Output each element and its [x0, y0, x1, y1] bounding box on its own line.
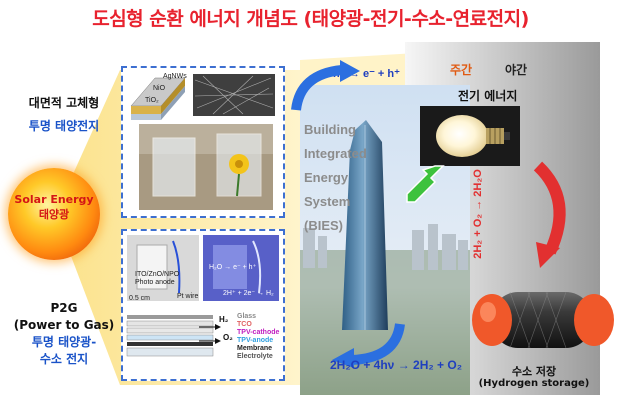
- blue-arrow-top-icon: [291, 60, 360, 111]
- layer-legend-item: Electrolyte: [237, 353, 273, 360]
- blue-arrow-bottom-icon: [332, 323, 405, 368]
- solar-cell-figure: [130, 74, 275, 210]
- bies-line-0: Building: [304, 122, 356, 137]
- p2g-label-line2: (Power to Gas): [13, 318, 115, 332]
- bottom-equation: 2H₂O + 4hν → 2H₂ + O₂: [330, 358, 463, 372]
- solar-cell-label-line1: 대면적 고체형: [28, 96, 100, 110]
- p2g-panel: ITO/ZnO/NPO Photo anode Pt wire 0.5 cm H…: [121, 229, 285, 381]
- reaction-bottom-label: 2H⁺ + 2e⁻ → H₂: [223, 290, 274, 297]
- light-bulb-icon: [420, 106, 520, 166]
- sun-label-line2: 태양광: [38, 208, 70, 221]
- storage-label-line1: 수소 저장: [511, 365, 557, 378]
- vertical-equation: 2H₂ + O₂ → 2H₂O: [472, 169, 484, 259]
- bies-line-1: Integrated: [304, 146, 367, 161]
- bies-line-3: System: [304, 194, 351, 209]
- hydrogen-tank-icon: [472, 291, 614, 349]
- pt-wire-label: Pt wire: [177, 293, 199, 300]
- storage-label-line2: (Hydrogen storage): [478, 378, 590, 389]
- solar-cell-panel: AgNWs NiO TiO₂: [121, 66, 285, 218]
- electric-energy-label: 전기 에너지: [458, 89, 518, 103]
- solar-cell-label: 대면적 고체형 투명 태양전지: [4, 95, 124, 135]
- layer-legend-item: Membrane: [237, 345, 273, 352]
- sun-icon: [8, 168, 100, 260]
- p2g-label-line3: 투명 태양광-: [31, 335, 97, 349]
- photo-anode-label: ITO/ZnO/NPO Photo anode: [135, 271, 180, 286]
- green-arrow-icon: [406, 165, 445, 203]
- day-label: 주간: [450, 63, 473, 77]
- bies-line-2: Energy: [304, 170, 349, 185]
- sun-label-line1: Solar Energy: [14, 193, 94, 206]
- layer-legend-item: TPV-cathode: [237, 329, 280, 336]
- p2g-label-line4: 수소 전지: [39, 352, 89, 366]
- layer-label-tio2: TiO₂: [145, 97, 159, 104]
- p2g-figure: [126, 235, 279, 357]
- vertical-equation-wrap: 2H₂ + O₂ → 2H₂O: [470, 156, 486, 276]
- solar-cell-label-line2: 투명 태양전지: [28, 119, 100, 133]
- city-low-buildings: [303, 224, 468, 270]
- layer-legend-item: Glass: [237, 313, 257, 320]
- scale-label: 0.5 cm: [129, 295, 151, 302]
- night-label: 야간: [505, 63, 528, 77]
- layer-legend-item: TCO: [237, 321, 252, 328]
- layer-label-nio: NiO: [153, 85, 166, 92]
- p2g-label-line1: P2G: [50, 301, 78, 315]
- layer-label-agnws: AgNWs: [163, 73, 187, 80]
- reaction-top-label: H₂O → e⁻ + h⁺: [209, 264, 257, 271]
- layer-legend-item: TPV-anode: [237, 337, 274, 344]
- sun-label: Solar Energy 태양광: [8, 192, 100, 222]
- h2-label: H₂: [219, 315, 229, 324]
- red-arrow-icon: [533, 161, 566, 268]
- bies-line-4: (BIES): [304, 218, 343, 233]
- p2g-label: P2G (Power to Gas) 투명 태양광- 수소 전지: [4, 300, 124, 368]
- bies-label: Building Integrated Energy System (BIES): [304, 118, 367, 238]
- page-title: 도심형 순환 에너지 개념도 (태양광-전기-수소-연료전지): [92, 8, 529, 30]
- o2-label: O₂: [223, 333, 233, 342]
